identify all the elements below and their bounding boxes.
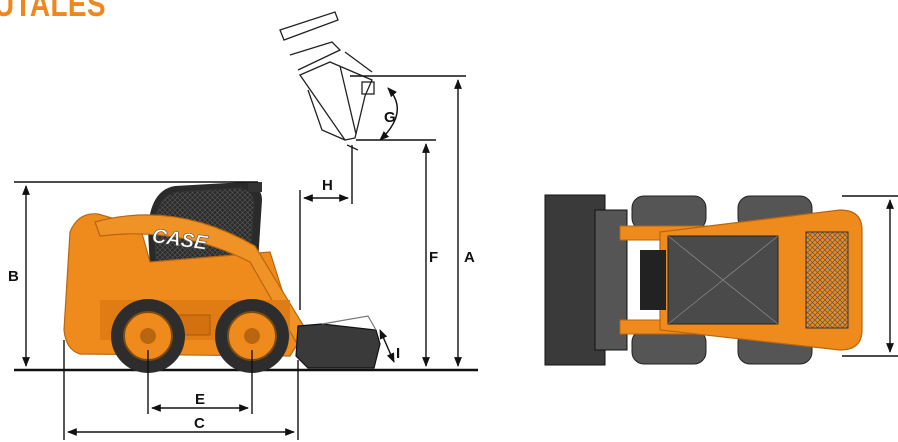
top-view-width-dimension bbox=[842, 195, 898, 357]
dimension-label-e: E bbox=[195, 391, 205, 408]
page-title: UTALES bbox=[0, 0, 106, 24]
dimension-label-a: A bbox=[464, 249, 475, 266]
front-wheel bbox=[215, 299, 289, 373]
skid-steer-side-view: CASE bbox=[63, 182, 381, 373]
dimension-label-g: G bbox=[384, 109, 396, 126]
raised-bucket-outline bbox=[279, 11, 375, 151]
rear-wheel bbox=[111, 299, 185, 373]
dimension-lines bbox=[14, 75, 466, 440]
dimension-label-i: I bbox=[396, 345, 400, 362]
dimension-label-c: C bbox=[194, 415, 205, 432]
skid-steer-top-view bbox=[544, 194, 863, 366]
bucket-lowered bbox=[295, 323, 381, 369]
dimension-label-h: H bbox=[322, 177, 333, 194]
dimension-label-b: B bbox=[8, 268, 19, 285]
dimension-label-f: F bbox=[429, 249, 438, 266]
